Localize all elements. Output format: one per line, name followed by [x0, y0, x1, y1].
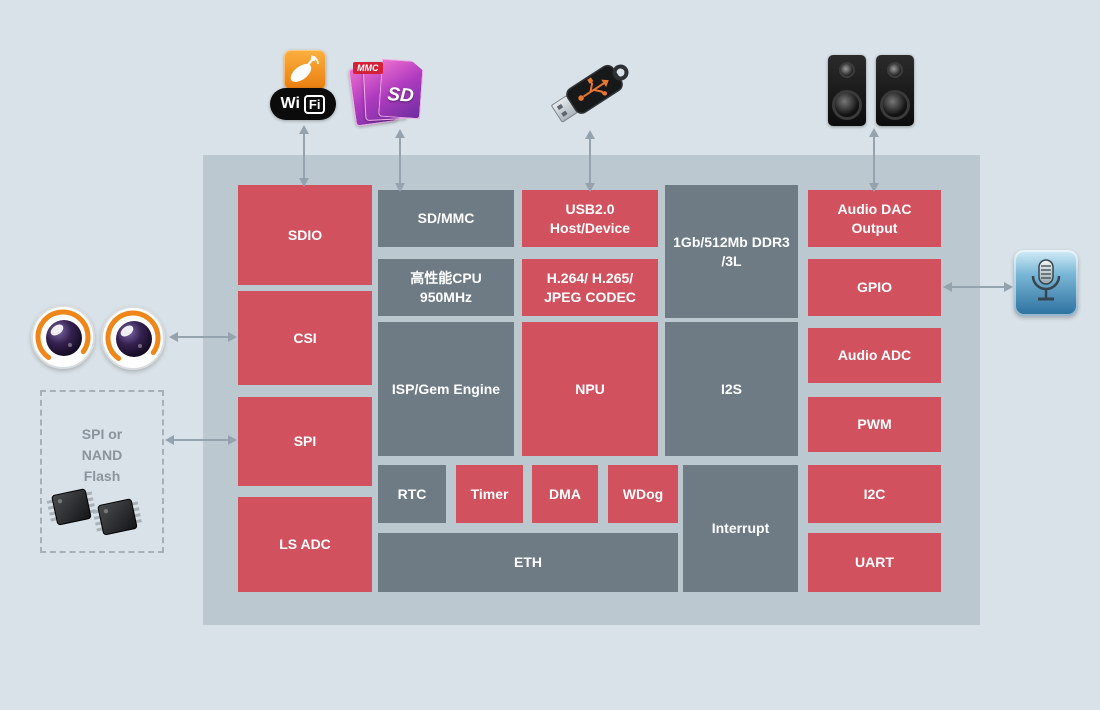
block-dma: DMA [532, 465, 598, 523]
block-audio-adc: Audio ADC [808, 328, 941, 383]
block-ddr: 1Gb/512Mb DDR3 /3L [665, 185, 798, 318]
block-cpu: 高性能CPU 950MHz [378, 259, 514, 316]
block-rtc: RTC [378, 465, 446, 523]
camera-lenses-icon [28, 301, 170, 373]
arrow-wifi-sdio [299, 125, 309, 187]
satellite-dish-icon [284, 50, 326, 90]
block-pwm: PWM [808, 397, 941, 452]
flash-label: SPI or NAND Flash [81, 426, 123, 484]
block-ls-adc: LS ADC [238, 497, 372, 592]
woofer [835, 93, 859, 117]
block-npu: NPU [522, 322, 658, 456]
block-uart: UART [808, 533, 941, 592]
tweeter [889, 64, 901, 76]
sd-label: SD [386, 84, 415, 107]
microphone-icon [1014, 250, 1078, 316]
block-sd-mmc: SD/MMC [378, 190, 514, 247]
speaker-right [876, 55, 914, 126]
block-audio-dac: Audio DAC Output [808, 190, 941, 247]
tweeter [841, 64, 853, 76]
block-i2s: I2S [665, 322, 798, 456]
wifi-icon: Wi Fi [270, 50, 340, 122]
arrow-speakers-audiodac [869, 128, 879, 192]
block-usb: USB2.0 Host/Device [522, 190, 658, 247]
wifi-logo: Wi Fi [270, 88, 336, 120]
block-eth: ETH [378, 533, 678, 592]
block-wdog: WDog [608, 465, 678, 523]
arrow-flash-spi [165, 435, 237, 445]
camera-lens-icon [31, 305, 95, 369]
speaker-left [828, 55, 866, 126]
block-gpio: GPIO [808, 259, 941, 316]
block-isp-gem-engine: ISP/Gem Engine [378, 322, 514, 456]
block-timer: Timer [456, 465, 523, 523]
arrow-camera-csi [169, 332, 237, 342]
speakers-icon [828, 55, 916, 128]
camera-lens-icon [101, 306, 165, 370]
sd-card: SD [378, 59, 424, 120]
arrow-usb-usb20 [585, 130, 595, 192]
block-codec: H.264/ H.265/ JPEG CODEC [522, 259, 658, 316]
flash-group-box: SPI or NAND Flash [40, 390, 164, 553]
usb-flash-drive-icon [544, 50, 640, 132]
mmc-sd-cards-icon: MMC SD [348, 58, 434, 130]
arrow-mic-gpio [943, 282, 1013, 292]
block-i2c: I2C [808, 465, 941, 523]
wifi-fi-label: Fi [303, 94, 326, 114]
flash-chips-icon [46, 478, 156, 548]
mmc-label: MMC [353, 62, 383, 74]
wifi-wi-label: Wi [280, 95, 300, 112]
block-csi: CSI [238, 291, 372, 385]
arrow-cards-sdmmc [395, 129, 405, 192]
block-interrupt: Interrupt [683, 465, 798, 592]
block-spi: SPI [238, 397, 372, 486]
block-sdio: SDIO [238, 185, 372, 285]
woofer [883, 93, 907, 117]
